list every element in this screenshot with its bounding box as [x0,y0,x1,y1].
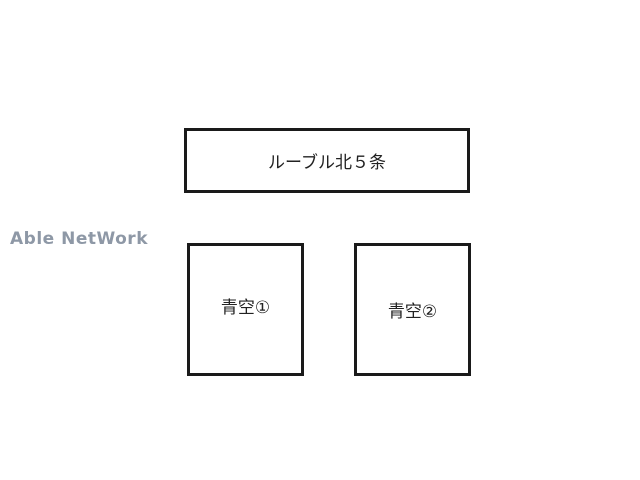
watermark-text: Able NetWork [10,229,148,249]
building-outline: ルーブル北５条 [184,128,470,193]
parking-space-1-label: 青空① [220,298,271,318]
parking-space-1: 青空① [187,243,304,376]
parking-space-2-label: 青空② [387,302,438,322]
parking-space-2: 青空② [354,243,471,376]
building-label: ルーブル北５条 [268,153,386,173]
